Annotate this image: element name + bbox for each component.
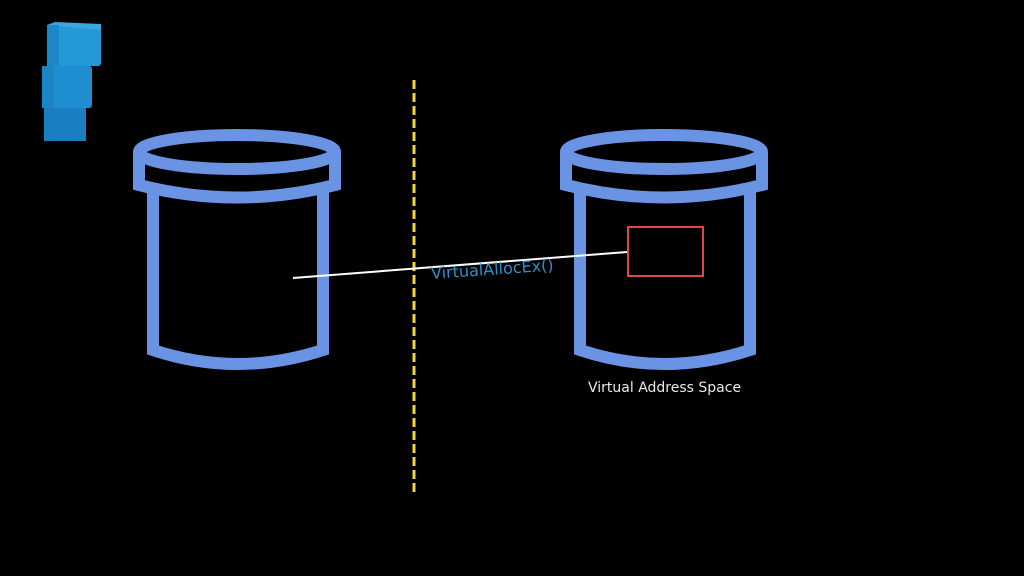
stacked-blocks-icon (42, 22, 101, 141)
allocated-memory-region (627, 226, 704, 277)
target-process-container (560, 129, 768, 370)
virtual-address-space-caption: Virtual Address Space (588, 380, 742, 396)
source-process-container (133, 129, 341, 370)
connector-arrow (292, 251, 628, 279)
